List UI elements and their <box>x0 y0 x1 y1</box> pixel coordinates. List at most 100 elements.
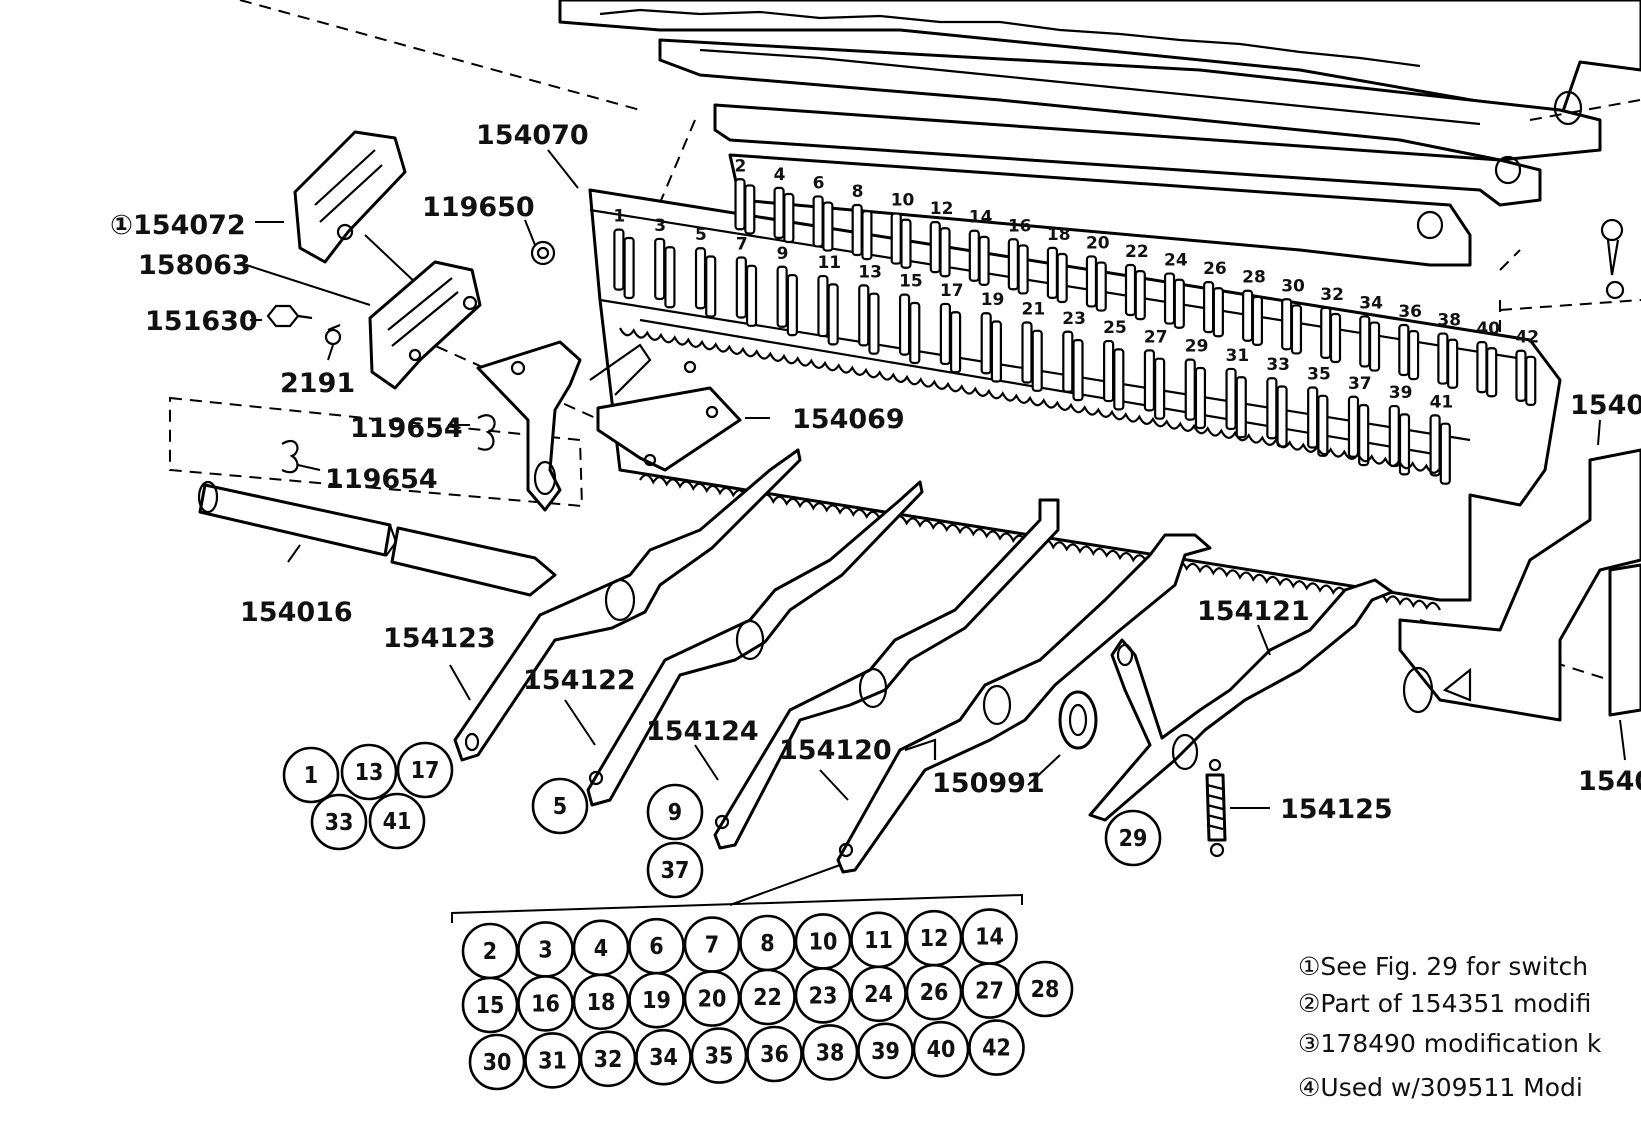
bracket-154072 <box>293 130 407 264</box>
callout-number: 9 <box>668 800 682 826</box>
comb-slot <box>939 302 951 366</box>
comb-slot <box>776 265 788 328</box>
callout-circle: 10 <box>794 913 852 970</box>
callout-circle: 9 <box>646 783 704 841</box>
comb-slot <box>1143 349 1156 412</box>
comb-slot <box>1007 238 1019 291</box>
right-bracket <box>1398 218 1641 761</box>
callout-number: 30 <box>483 1050 512 1076</box>
callout-circle: 12 <box>905 909 963 967</box>
label-119654-b: 119654 <box>325 464 438 495</box>
slot-number: 27 <box>1144 327 1168 347</box>
comb-slot <box>735 256 747 319</box>
comb-slot <box>613 228 625 291</box>
comb-slot <box>858 284 870 347</box>
slot-number: 24 <box>1164 251 1188 271</box>
callout-circle: 30 <box>468 1033 526 1091</box>
comb-slot <box>1095 261 1107 312</box>
bracket-154069 <box>476 340 742 512</box>
callout-number: 10 <box>809 929 838 955</box>
slot-number: 42 <box>1515 328 1539 348</box>
callout-circle: 29 <box>1104 809 1162 867</box>
comb-slot <box>1281 298 1293 351</box>
callout-circle: 23 <box>794 967 852 1024</box>
comb-slot <box>705 255 717 318</box>
slot-number: 19 <box>981 290 1005 310</box>
callout-circle: 16 <box>517 975 574 1032</box>
slot-number: 26 <box>1203 259 1227 279</box>
callout-circle: 42 <box>968 1019 1025 1076</box>
callout-number: 42 <box>982 1036 1011 1062</box>
label-2191: 2191 <box>280 368 355 399</box>
comb-slot <box>745 264 758 327</box>
comb-slot <box>909 301 921 365</box>
footnote-4: ④Used w/309511 Modi <box>1298 1073 1583 1102</box>
comb-slot <box>1134 270 1146 321</box>
callout-circle: 8 <box>739 914 796 972</box>
bracket-158063 <box>368 260 482 390</box>
comb-slot <box>1031 329 1043 392</box>
comb-slot <box>990 320 1002 383</box>
comb-slot <box>1113 348 1125 411</box>
callout-number: 41 <box>383 809 412 835</box>
comb-slot <box>1212 287 1224 338</box>
callout-circle: 41 <box>368 792 426 850</box>
callout-circle: 20 <box>683 970 741 1027</box>
lever-154121 <box>1088 578 1394 822</box>
callout-circle: 35 <box>690 1027 748 1084</box>
comb-slot <box>1486 347 1498 398</box>
callout-number: 37 <box>661 858 690 884</box>
callout-number: 34 <box>649 1045 678 1071</box>
comb-slot <box>949 311 962 374</box>
leader-lines <box>239 149 1601 923</box>
comb-slot <box>1290 304 1303 355</box>
comb-slot <box>734 178 746 231</box>
comb-slot <box>1307 386 1319 449</box>
slot-number: 5 <box>695 225 707 245</box>
callout-circle: 15 <box>461 976 519 1034</box>
comb-slot <box>1021 321 1033 384</box>
callout-circle: 13 <box>340 743 398 801</box>
callout-circle: 28 <box>1016 960 1074 1018</box>
comb-slot <box>1359 315 1371 368</box>
callout-circle: 11 <box>850 911 907 969</box>
callout-circle: 4 <box>572 919 630 977</box>
callout-number: 8 <box>760 931 774 957</box>
callout-circle: 17 <box>396 741 454 799</box>
label-150991: 150991 <box>932 768 1045 799</box>
comb-slot <box>980 312 992 375</box>
screw-151630-icon <box>266 304 313 328</box>
label-119654-a: 119654 <box>350 413 463 444</box>
lever-154124 <box>713 498 1060 850</box>
comb-slot <box>1525 355 1537 406</box>
callout-number: 11 <box>864 928 893 954</box>
comb-slot <box>1235 376 1247 439</box>
slot-number: 38 <box>1437 311 1461 331</box>
comb-slot <box>1173 278 1185 329</box>
comb-slot <box>978 235 990 286</box>
slot-number: 28 <box>1242 268 1266 288</box>
comb-slot <box>664 246 676 309</box>
comb-slot <box>812 195 824 248</box>
callout-circle: 39 <box>857 1022 914 1080</box>
callout-circle: 2 <box>461 922 519 980</box>
callout-number: 17 <box>411 758 440 784</box>
callout-circle: 27 <box>961 962 1018 1019</box>
comb-slot <box>1046 246 1059 299</box>
label-154124: 154124 <box>646 716 759 747</box>
comb-slot <box>1347 395 1360 458</box>
comb-slot <box>968 229 980 282</box>
callout-number: 22 <box>753 985 782 1011</box>
callout-number: 26 <box>920 980 949 1006</box>
slot-number: 17 <box>940 281 964 301</box>
callout-number: 24 <box>864 982 893 1008</box>
slot-number: 34 <box>1359 293 1383 313</box>
callout-circle: 37 <box>646 841 704 899</box>
callout-circle: 26 <box>905 963 963 1021</box>
callout-number: 32 <box>594 1047 623 1073</box>
comb-slot <box>939 227 951 278</box>
slot-number: 20 <box>1086 233 1110 253</box>
comb-slot <box>1407 330 1420 381</box>
